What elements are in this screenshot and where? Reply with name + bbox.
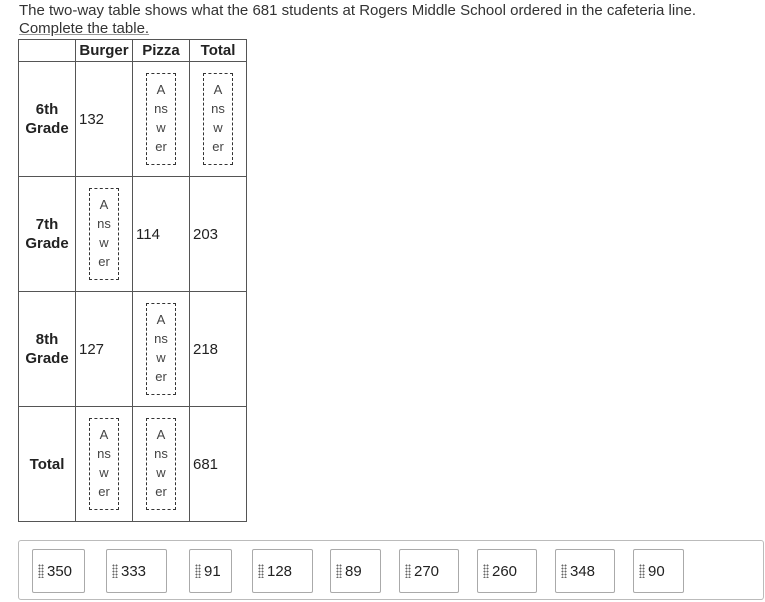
chip-label: 348 (570, 562, 596, 580)
table-row-7th-grade: 7th Grade A ns w er 114 203 (18, 176, 247, 292)
table-row-8th-grade: 8th Grade 127 A ns w er 218 (18, 291, 247, 407)
cell-7th-total: 203 (189, 176, 247, 292)
drag-handle-icon (336, 564, 342, 578)
chip-label: 260 (492, 562, 518, 580)
cell-6th-total: A ns w er (189, 61, 247, 177)
cell-8th-pizza: A ns w er (132, 291, 190, 407)
chip-label: 270 (414, 562, 440, 580)
drop-text: w (213, 120, 223, 135)
answer-chip[interactable]: 350 (32, 549, 85, 593)
row-label-7th-grade: 7th Grade (18, 176, 76, 292)
drop-text: A (156, 312, 166, 327)
drop-text: ns (154, 101, 168, 116)
header-corner (18, 39, 76, 62)
answer-chip[interactable]: 333 (106, 549, 167, 593)
answer-chip[interactable]: 348 (555, 549, 615, 593)
drop-text: ns (154, 446, 168, 461)
two-way-table: Burger Pizza Total 6th Grade 132 A ns w … (18, 39, 247, 522)
row-label-line: 8th (35, 331, 59, 348)
answer-chip[interactable]: 270 (399, 549, 459, 593)
row-label-line: Total (29, 455, 65, 473)
cell-7th-burger: A ns w er (75, 176, 133, 292)
drop-text: w (99, 235, 109, 250)
prompt-line-2: Complete the table. (19, 20, 150, 37)
drop-text: ns (154, 331, 168, 346)
drop-text: A (99, 427, 109, 442)
drop-text: er (155, 369, 167, 384)
cell-total-pizza: A ns w er (132, 406, 190, 522)
drop-text: A (213, 82, 223, 97)
answer-drop-zone[interactable]: A ns w er (89, 188, 119, 280)
cell-total-burger: A ns w er (75, 406, 133, 522)
answer-bank: 350 333 91 128 89 270 260 348 90 (18, 540, 764, 600)
header-total: Total (189, 39, 247, 62)
cell-8th-burger: 127 (75, 291, 133, 407)
answer-chip[interactable]: 89 (330, 549, 381, 593)
drop-text: A (99, 197, 109, 212)
answer-drop-zone[interactable]: A ns w er (146, 73, 176, 165)
answer-drop-zone[interactable]: A ns w er (146, 303, 176, 395)
table-row-total: Total A ns w er A ns w er 681 (18, 406, 247, 522)
question-prompt: The two-way table shows what the 681 stu… (19, 2, 696, 38)
answer-chip[interactable]: 128 (252, 549, 313, 593)
drag-handle-icon (195, 564, 201, 578)
drop-text: er (155, 139, 167, 154)
table-header-row: Burger Pizza Total (18, 39, 247, 62)
drag-handle-icon (258, 564, 264, 578)
cell-8th-total: 218 (189, 291, 247, 407)
answer-chip[interactable]: 91 (189, 549, 232, 593)
drop-text: w (156, 350, 166, 365)
cell-6th-pizza: A ns w er (132, 61, 190, 177)
chip-label: 91 (204, 562, 221, 580)
drop-text: ns (97, 216, 111, 231)
drop-text: w (99, 465, 109, 480)
drop-text: er (212, 139, 224, 154)
row-label-line: Grade (25, 120, 69, 137)
drop-text: ns (211, 101, 225, 116)
cell-6th-burger: 132 (75, 61, 133, 177)
drop-text: A (156, 427, 166, 442)
prompt-line-1: The two-way table shows what the 681 stu… (19, 2, 697, 19)
drop-text: w (156, 465, 166, 480)
drop-text: A (156, 82, 166, 97)
header-burger: Burger (75, 39, 133, 62)
row-label-line: 6th (35, 101, 59, 118)
drop-text: er (155, 484, 167, 499)
drop-text: ns (97, 446, 111, 461)
answer-drop-zone[interactable]: A ns w er (203, 73, 233, 165)
cell-total-total: 681 (189, 406, 247, 522)
row-label-line: Grade (25, 350, 69, 367)
cell-7th-pizza: 114 (132, 176, 190, 292)
answer-chip[interactable]: 90 (633, 549, 684, 593)
drag-handle-icon (405, 564, 411, 578)
chip-label: 350 (47, 562, 73, 580)
answer-drop-zone[interactable]: A ns w er (146, 418, 176, 510)
row-label-line: 7th (35, 216, 59, 233)
drag-handle-icon (561, 564, 567, 578)
drag-handle-icon (38, 564, 44, 578)
row-label-total: Total (18, 406, 76, 522)
drag-handle-icon (483, 564, 489, 578)
chip-label: 90 (648, 562, 665, 580)
row-label-6th-grade: 6th Grade (18, 61, 76, 177)
row-label-8th-grade: 8th Grade (18, 291, 76, 407)
drop-text: er (98, 254, 110, 269)
drag-handle-icon (112, 564, 118, 578)
drop-text: er (98, 484, 110, 499)
drop-text: w (156, 120, 166, 135)
chip-label: 89 (345, 562, 362, 580)
chip-label: 333 (121, 562, 147, 580)
drag-handle-icon (639, 564, 645, 578)
row-label-line: Grade (25, 235, 69, 252)
answer-drop-zone[interactable]: A ns w er (89, 418, 119, 510)
answer-chip[interactable]: 260 (477, 549, 537, 593)
chip-label: 128 (267, 562, 293, 580)
header-pizza: Pizza (132, 39, 190, 62)
table-row-6th-grade: 6th Grade 132 A ns w er A ns w er (18, 61, 247, 177)
